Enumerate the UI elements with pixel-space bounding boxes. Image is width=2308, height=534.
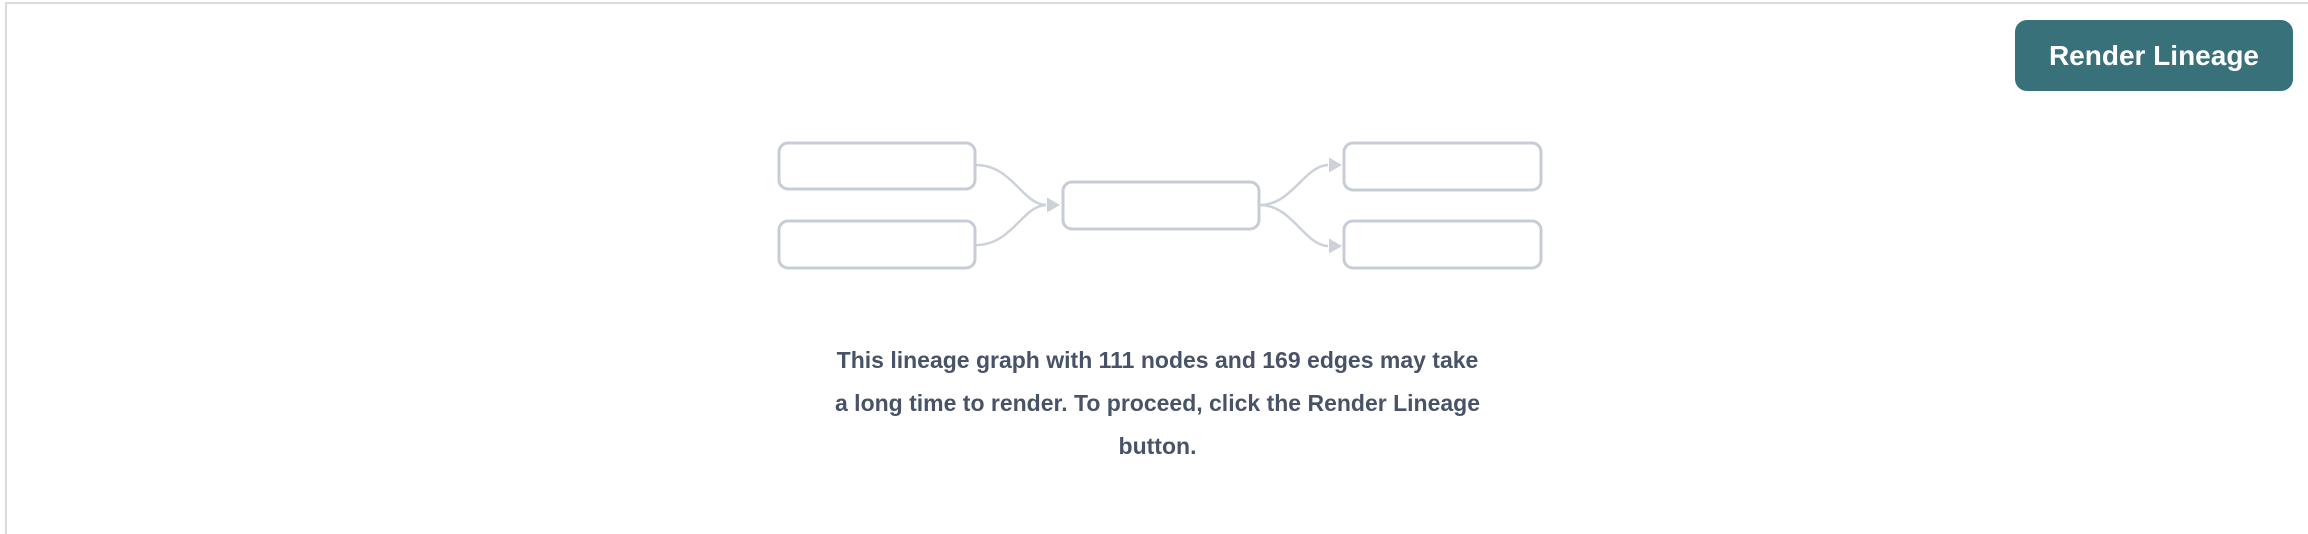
render-lineage-button[interactable]: Render Lineage: [2014, 20, 2293, 91]
lineage-placeholder: This lineage graph with 111 nodes and 16…: [7, 135, 2308, 468]
message-line-3: button.: [1118, 433, 1197, 459]
node-box-left-bottom: [777, 219, 977, 270]
node-box-right-bottom: [1342, 219, 1543, 270]
edge-right-bottom: [1259, 203, 1329, 248]
arrowhead-middle: [1047, 197, 1060, 213]
node-box-right-top: [1342, 141, 1543, 192]
arrowhead-right-top: [1329, 157, 1342, 173]
lineage-graph-icon: [777, 141, 1543, 270]
message-line-1: This lineage graph with 111 nodes and 16…: [836, 347, 1479, 373]
lineage-panel: Render Lineage This lin: [5, 2, 2308, 534]
node-box-middle: [1061, 180, 1261, 231]
message-line-2: a long time to render. To proceed, click…: [835, 390, 1480, 416]
edge-right-top: [1259, 163, 1329, 207]
render-warning-message: This lineage graph with 111 nodes and 16…: [835, 339, 1480, 468]
edge-left-top: [975, 163, 1047, 207]
node-box-left-top: [777, 141, 977, 191]
arrowhead-right-bottom: [1329, 238, 1342, 254]
edge-left-bottom: [975, 203, 1047, 247]
